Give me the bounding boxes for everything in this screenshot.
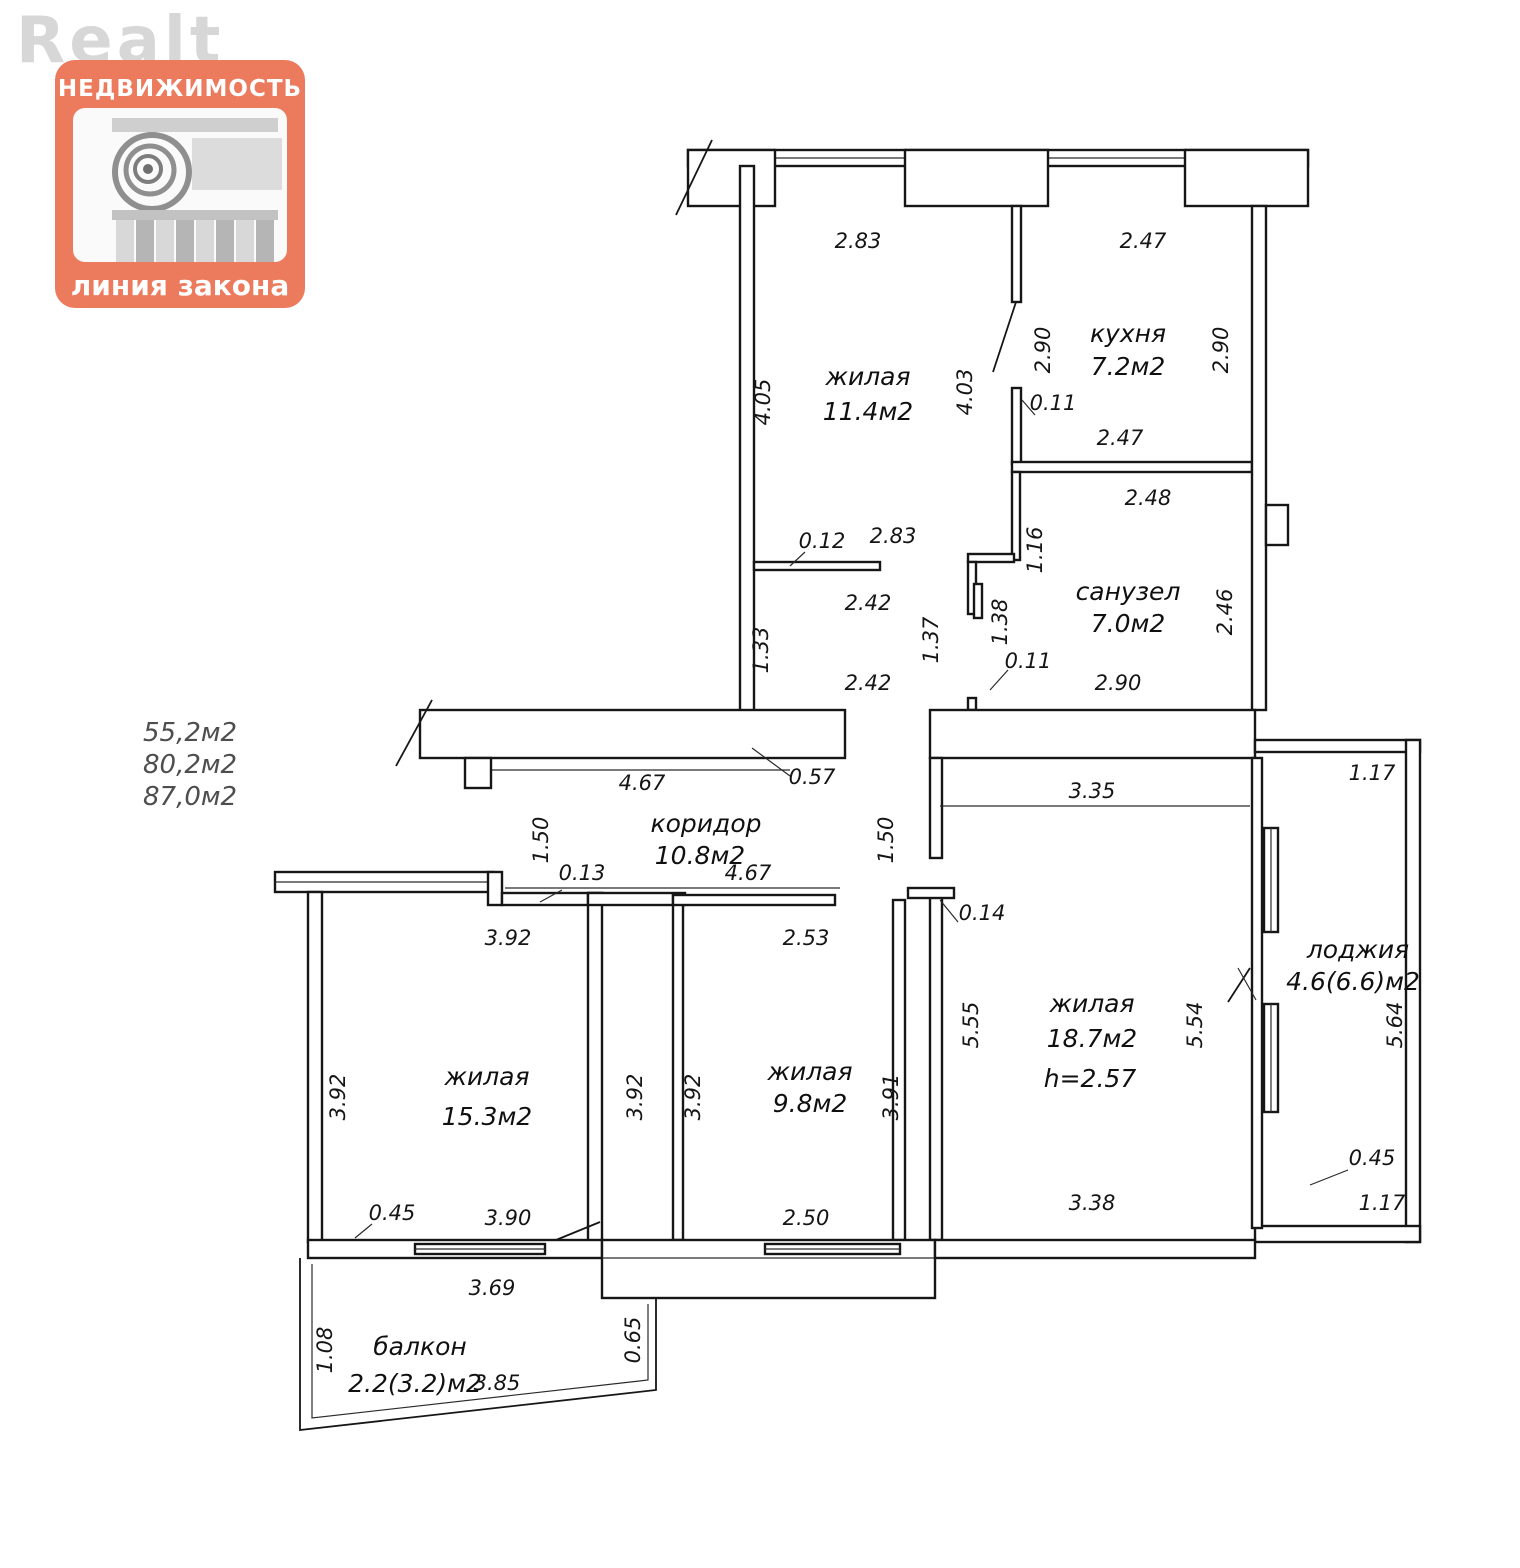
room-area-living3: 9.8м2: [773, 1089, 848, 1118]
agency-logo: НЕДВИЖИМОСТЬ линия закона: [55, 60, 305, 308]
dim-label: 3.35: [1069, 779, 1116, 803]
logo-top-text: НЕДВИЖИМОСТЬ: [58, 76, 302, 102]
dim-label: 2.47: [1120, 229, 1167, 253]
dim-label: 2.90: [1209, 327, 1233, 374]
dim-label: 2.42: [845, 671, 892, 695]
dim-label: 1.17: [1359, 1191, 1406, 1215]
dim-label: 3.90: [485, 1206, 532, 1230]
dim-label: 2.50: [783, 1206, 830, 1230]
room-area-living1: 11.4м2: [823, 397, 913, 426]
dim-label: 3.92: [623, 1074, 647, 1121]
ionic-column-icon: [112, 118, 282, 262]
dim-label: 0.11: [1005, 649, 1052, 673]
room-area-living4: 18.7м2: [1047, 1024, 1137, 1053]
dim-label: 2.83: [835, 229, 882, 253]
area-summary: 55,2м2 80,2м2 87,0м2: [143, 718, 237, 812]
dimension-labels: 2.83 2.47 0.11 2.47 2.48 0.12 2.83 2.42 …: [313, 229, 1407, 1395]
dim-label: 2.83: [870, 524, 917, 548]
room-name-living2: жилая: [443, 1062, 529, 1091]
dim-label: 4.03: [953, 369, 977, 416]
dim-label: 1.17: [1349, 761, 1396, 785]
dim-label: 1.38: [988, 599, 1012, 646]
area-total-1: 55,2м2: [143, 718, 237, 748]
room-area-corridor: 10.8м2: [655, 841, 745, 870]
dim-label: 0.13: [559, 861, 606, 885]
room-name-living1: жилая: [824, 362, 910, 391]
balcony-outline: [299, 1258, 657, 1432]
room-area-kitchen: 7.2м2: [1091, 352, 1166, 381]
dim-label: 2.46: [1213, 589, 1237, 636]
dim-label: 0.45: [1349, 1146, 1396, 1170]
dim-label: 0.14: [959, 901, 1006, 925]
room-name-loggia: лоджия: [1306, 935, 1409, 964]
dim-label: 1.50: [529, 817, 553, 864]
dim-label: 3.91: [879, 1074, 903, 1121]
door-leaf-kitchen: [992, 301, 1017, 373]
area-total-2: 80,2м2: [143, 750, 237, 780]
dim-label: 1.50: [874, 817, 898, 864]
logo-bottom-text: линия закона: [71, 269, 289, 302]
room-labels: жилая 11.4м2 кухня 7.2м2 санузел 7.0м2 к…: [348, 319, 1420, 1398]
dim-label: 3.92: [681, 1074, 705, 1121]
dim-label: 3.38: [1069, 1191, 1116, 1215]
room-area-balcony: 2.2(3.2)м2: [348, 1369, 482, 1398]
dim-label: 5.54: [1183, 1002, 1207, 1049]
dim-label: 0.45: [369, 1201, 416, 1225]
dim-label: 2.90: [1095, 671, 1142, 695]
dim-label: 5.64: [1383, 1002, 1407, 1049]
door-leaf-living2: [555, 1221, 601, 1241]
room-name-living3: жилая: [766, 1057, 852, 1086]
dim-label: 1.33: [749, 627, 773, 674]
room-name-bathroom: санузел: [1076, 577, 1181, 606]
room-area-living2: 15.3м2: [442, 1102, 532, 1131]
dim-label: 0.57: [789, 765, 836, 789]
dim-label: 0.11: [1030, 391, 1077, 415]
room-height-living4: h=2.57: [1044, 1064, 1137, 1093]
balcony-railing: [311, 1264, 649, 1419]
break-symbol-top: [675, 139, 713, 216]
dim-label: 3.92: [326, 1074, 350, 1121]
dim-label: 1.16: [1023, 527, 1047, 574]
dim-label: 2.48: [1125, 486, 1172, 510]
dim-label: 1.08: [313, 1327, 337, 1374]
room-name-corridor: коридор: [651, 809, 762, 838]
walls: [273, 139, 1422, 1432]
room-area-loggia: 4.6(6.6)м2: [1286, 967, 1420, 996]
room-name-balcony: балкон: [373, 1332, 466, 1361]
room-area-bathroom: 7.0м2: [1091, 609, 1166, 638]
dim-label: 2.90: [1031, 327, 1055, 374]
break-symbol-middle: [395, 699, 433, 767]
dim-label: 1.37: [919, 616, 943, 663]
dim-label: 0.12: [799, 529, 846, 553]
dim-label: 3.69: [469, 1276, 516, 1300]
dim-label: 4.05: [751, 379, 775, 426]
dim-label: 2.53: [783, 926, 830, 950]
dim-label: 4.67: [725, 861, 772, 885]
dim-label: 0.65: [621, 1317, 645, 1364]
dim-label: 5.55: [959, 1002, 983, 1049]
dim-label: 3.92: [485, 926, 532, 950]
dim-label: 2.42: [845, 591, 892, 615]
room-name-kitchen: кухня: [1090, 319, 1166, 348]
dim-label: 2.47: [1097, 426, 1144, 450]
room-name-living4: жилая: [1048, 989, 1134, 1018]
area-total-3: 87,0м2: [143, 782, 237, 812]
dim-label: 4.67: [619, 771, 666, 795]
dim-label: 3.85: [474, 1371, 521, 1395]
door-leaf-loggia: [1227, 967, 1251, 1003]
